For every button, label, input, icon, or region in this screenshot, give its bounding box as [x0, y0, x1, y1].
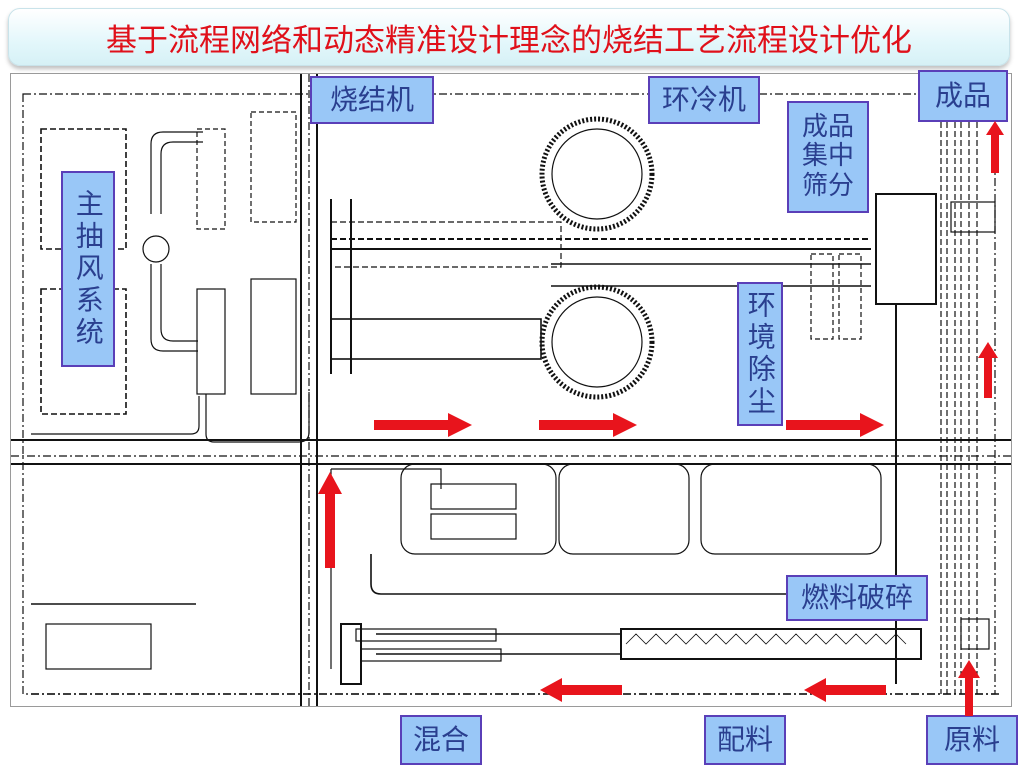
- label-fuel-crushing: 燃料破碎: [786, 575, 928, 621]
- fan-circle: [142, 235, 170, 263]
- label-ring-cooler: 环冷机: [648, 76, 760, 124]
- equipment: [430, 483, 517, 510]
- duct: [150, 131, 203, 214]
- label-product-screening: 成品集中筛分: [787, 101, 869, 213]
- label-environmental-dust-removal: 环境除尘: [737, 282, 783, 426]
- transfer-tower: [950, 201, 996, 233]
- ring-cooler-1: [539, 116, 655, 232]
- label-proportioning: 配料: [704, 715, 786, 765]
- label-main-exhaust-system: 主抽风系统: [61, 171, 115, 367]
- flow-arrow-up-icon: [958, 660, 980, 716]
- label-mixing: 混合: [400, 715, 482, 765]
- block: [700, 463, 882, 555]
- flow-arrow-left-icon: [540, 678, 622, 702]
- label-product: 成品: [918, 70, 1008, 122]
- flow-arrow-right-icon: [374, 413, 472, 437]
- proportioning-bins: [620, 628, 922, 660]
- ring-cooler-2-inner: [551, 296, 643, 388]
- flow-arrow-up-icon: [986, 121, 1004, 173]
- title-bar: 基于流程网络和动态精准设计理念的烧结工艺流程设计优化: [8, 8, 1010, 66]
- flow-arrow-right-icon: [786, 413, 884, 437]
- screening-building: [875, 193, 937, 305]
- esp-unit: [196, 288, 226, 395]
- mixer-drum: [360, 648, 502, 662]
- label-sintering-machine: 烧结机: [310, 76, 434, 124]
- esp-unit: [196, 128, 226, 230]
- sinter-machine-body: [330, 221, 562, 268]
- duct: [150, 264, 198, 352]
- block: [558, 463, 690, 555]
- dust-filter: [810, 253, 834, 340]
- ring-cooler-1-inner: [551, 128, 643, 220]
- site-boundary: [22, 93, 996, 695]
- esp-unit: [250, 111, 297, 223]
- transfer-tower: [960, 618, 990, 650]
- exhaust-box: [40, 288, 127, 415]
- block: [400, 463, 557, 555]
- building-outline: [31, 396, 200, 435]
- building-outline: [45, 623, 152, 670]
- label-raw-material: 原料: [926, 715, 1018, 765]
- sinter-machine-body: [330, 318, 542, 360]
- ring-cooler-2: [539, 284, 655, 400]
- flow-arrow-up-icon: [978, 342, 998, 398]
- flow-arrow-left-icon: [804, 678, 886, 702]
- mixer: [340, 623, 362, 685]
- esp-unit: [250, 278, 297, 395]
- flow-arrow-right-icon: [539, 413, 637, 437]
- mixer-drum: [355, 628, 497, 642]
- dust-filter: [838, 253, 862, 340]
- equipment: [430, 513, 517, 540]
- slide-title: 基于流程网络和动态精准设计理念的烧结工艺流程设计优化: [106, 22, 912, 59]
- flow-arrow-up-icon: [318, 472, 342, 568]
- building-outline: [205, 392, 310, 443]
